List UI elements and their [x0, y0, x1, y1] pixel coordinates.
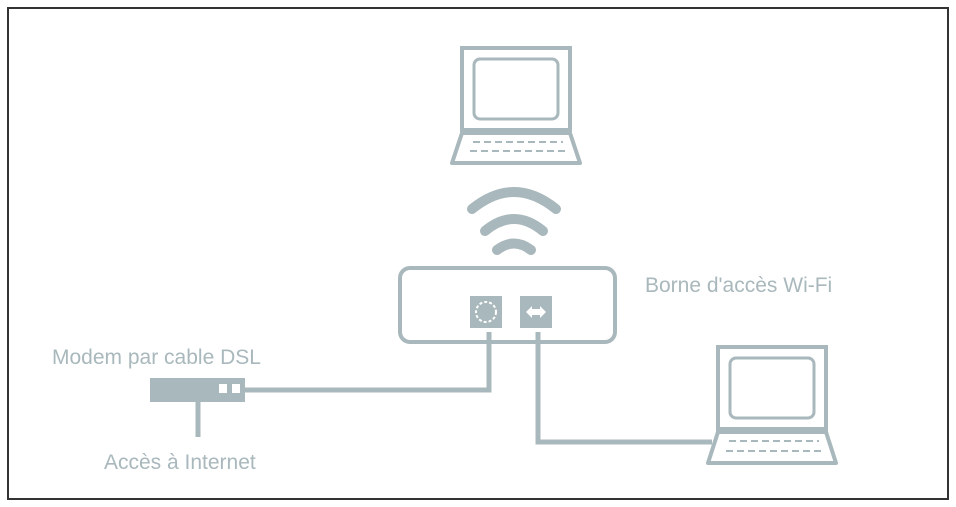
laptop-bottom-icon — [706, 345, 838, 465]
modem-icon — [150, 378, 245, 402]
diagram-frame — [7, 7, 949, 500]
laptop-top-icon — [450, 46, 582, 165]
access-point-to-laptop-cable — [535, 332, 712, 445]
wifi-signal-icon — [467, 187, 561, 255]
modem-label: Modem par cable DSL — [52, 346, 261, 369]
access-point-label: Borne d'accès Wi-Fi — [645, 274, 832, 297]
wan-port-icon — [470, 296, 502, 328]
access-point-icon — [398, 266, 617, 344]
internet-label: Accès à Internet — [104, 451, 256, 474]
modem-to-access-point-cable — [245, 332, 492, 393]
